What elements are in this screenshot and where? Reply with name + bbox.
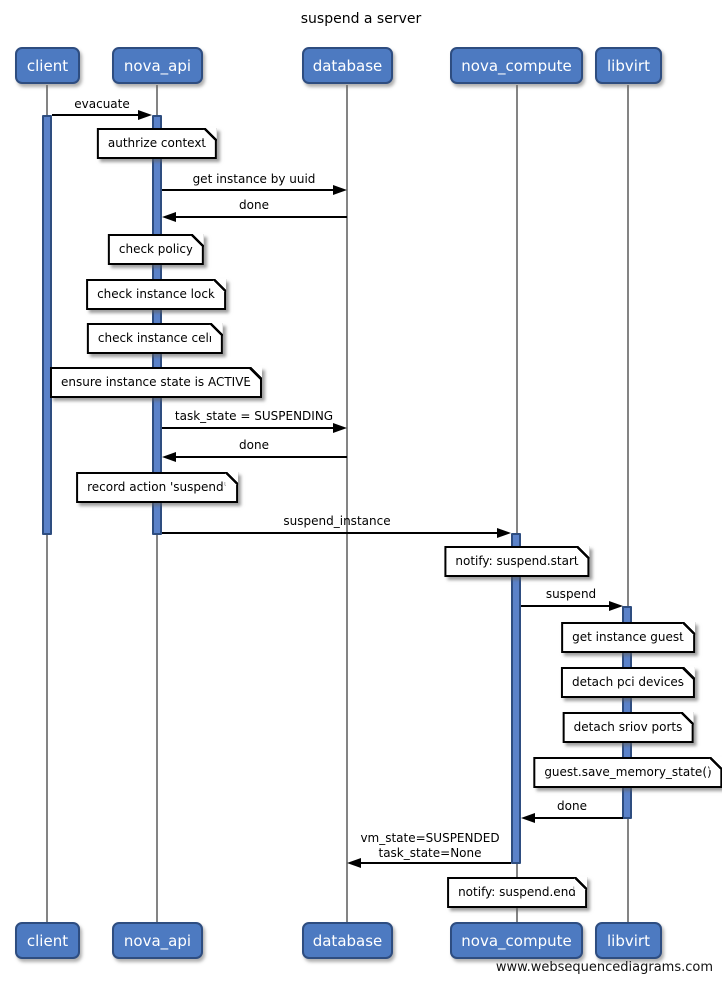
- note-notify-suspend-start: notify: suspend.start: [444, 546, 590, 577]
- arrowhead-right-icon: [497, 528, 511, 538]
- actor-bottom-client: client: [15, 922, 80, 959]
- message-label-vm-state-suspended: vm_state=SUSPENDED task_state=None: [360, 831, 500, 860]
- message-line-done-3: [535, 817, 623, 819]
- note-detach-pci-devices: detach pci devices: [560, 667, 696, 698]
- note-record-action-suspend: record action 'suspend': [76, 472, 238, 503]
- arrowhead-right-icon: [333, 423, 347, 433]
- actor-bottom-nova-compute: nova_compute: [450, 922, 583, 959]
- message-label-done-2: done: [239, 438, 269, 452]
- message-label-suspend: suspend: [545, 587, 597, 601]
- arrowhead-left-icon: [521, 813, 535, 823]
- note-notify-suspend-end: notify: suspend.end: [447, 877, 587, 908]
- message-label-done-1: done: [239, 198, 269, 212]
- actor-top-libvirt: libvirt: [595, 47, 662, 84]
- note-ensure-state-active: ensure instance state is ACTIVE: [49, 367, 263, 398]
- arrowhead-left-icon: [162, 452, 176, 462]
- message-label-suspend-instance: suspend_instance: [283, 514, 391, 528]
- message-line-get-instance-by-uuid: [162, 189, 333, 191]
- arrowhead-left-icon: [162, 212, 176, 222]
- actor-top-nova-compute: nova_compute: [450, 47, 583, 84]
- note-check-policy: check policy: [107, 234, 205, 265]
- message-line-evacuate: [52, 114, 139, 116]
- message-line-suspend-instance: [162, 532, 497, 534]
- note-get-instance-guest: get instance guest: [561, 622, 695, 653]
- message-line-vm-state-suspended: [361, 862, 511, 864]
- actor-top-database: database: [302, 47, 393, 84]
- diagram-title: suspend a server: [300, 11, 422, 27]
- message-label-done-3: done: [557, 799, 587, 813]
- note-check-instance-lock: check instance lock: [86, 279, 226, 310]
- note-detach-sriov-ports: detach sriov ports: [562, 712, 694, 743]
- actor-top-client: client: [15, 47, 80, 84]
- message-line-done-2: [176, 456, 347, 458]
- actor-top-nova-api: nova_api: [112, 47, 203, 84]
- activation-nova-compute: [511, 533, 521, 864]
- lifeline-database: [346, 85, 348, 923]
- message-line-done-1: [176, 216, 347, 218]
- arrowhead-right-icon: [333, 185, 347, 195]
- watermark: www.websequencediagrams.com: [495, 960, 713, 975]
- actor-bottom-nova-api: nova_api: [112, 922, 203, 959]
- arrowhead-right-icon: [609, 601, 623, 611]
- note-authrize-context: authrize context: [96, 128, 218, 159]
- message-label-get-instance-by-uuid: get instance by uuid: [192, 172, 316, 186]
- note-check-instance-cell: check instance cell: [86, 323, 224, 354]
- arrowhead-right-icon: [138, 110, 152, 120]
- actor-bottom-database: database: [302, 922, 393, 959]
- arrowhead-left-icon: [347, 858, 361, 868]
- message-label-evacuate: evacuate: [74, 97, 130, 111]
- activation-client: [42, 115, 52, 535]
- lifeline-nova-compute: [516, 85, 518, 923]
- message-line-suspend: [521, 605, 609, 607]
- lifeline-libvirt: [627, 85, 629, 923]
- note-guest-save-memory-state: guest.save_memory_state(): [533, 757, 722, 788]
- message-line-task-state-suspending: [162, 427, 333, 429]
- actor-bottom-libvirt: libvirt: [595, 922, 662, 959]
- message-label-task-state-suspending: task_state = SUSPENDING: [174, 409, 334, 423]
